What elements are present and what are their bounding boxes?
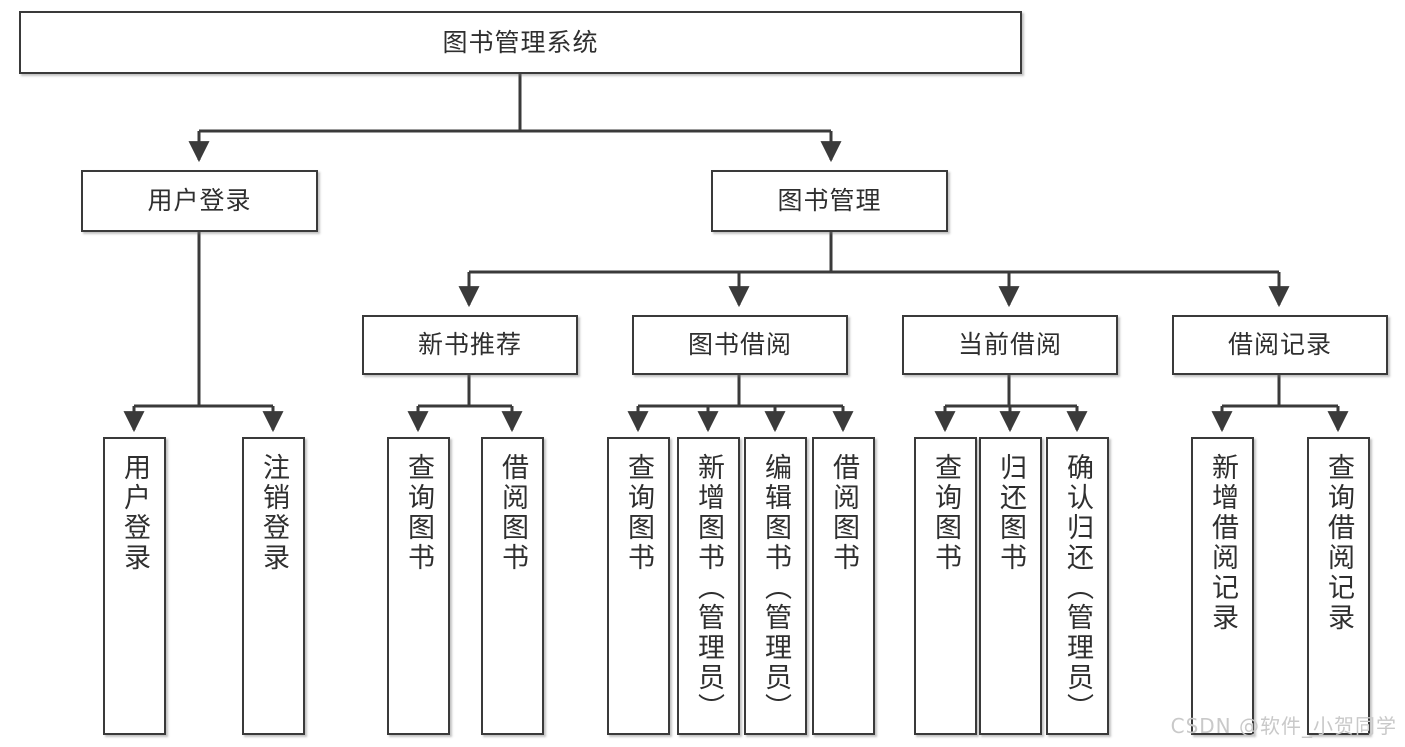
node-label: 用户登录 (147, 186, 252, 216)
node-label: 注销登录 (258, 453, 289, 573)
node-root-book-management-system[interactable]: 图书管理系统 (19, 11, 1022, 74)
node-label: 归还图书 (995, 453, 1026, 573)
node-label: 查询图书 (403, 453, 434, 573)
node-label: 借阅记录 (1227, 330, 1332, 360)
node-label: 查询图书 (623, 453, 654, 573)
watermark: CSDN @软件_小贺同学 (1170, 714, 1397, 738)
node-label: 确认归还（管理员） (1062, 453, 1093, 723)
node-book-borrow[interactable]: 图书借阅 (632, 315, 848, 375)
node-label: 新书推荐 (417, 330, 522, 360)
leaf-book-borrow-add-book-admin[interactable]: 新增图书（管理员） (677, 437, 740, 735)
leaf-new-book-borrow-books[interactable]: 借阅图书 (481, 437, 544, 735)
node-label: 查询图书 (930, 453, 961, 573)
leaf-current-borrow-return-books[interactable]: 归还图书 (979, 437, 1042, 735)
node-label: 编辑图书（管理员） (760, 453, 791, 723)
node-user-login[interactable]: 用户登录 (81, 170, 318, 232)
node-current-borrow[interactable]: 当前借阅 (902, 315, 1118, 375)
leaf-borrow-records-add-record[interactable]: 新增借阅记录 (1191, 437, 1254, 735)
node-label: 查询借阅记录 (1323, 453, 1354, 633)
node-label: 图书借阅 (687, 330, 792, 360)
node-label: 新增图书（管理员） (693, 453, 724, 723)
leaf-borrow-records-query-record[interactable]: 查询借阅记录 (1307, 437, 1370, 735)
node-book-management[interactable]: 图书管理 (711, 170, 948, 232)
node-new-book-recommend[interactable]: 新书推荐 (362, 315, 578, 375)
leaf-user-login-logout[interactable]: 注销登录 (242, 437, 305, 735)
node-label: 图书管理系统 (442, 27, 599, 57)
node-label: 新增借阅记录 (1207, 453, 1238, 633)
leaf-book-borrow-borrow-books[interactable]: 借阅图书 (812, 437, 875, 735)
node-label: 当前借阅 (957, 330, 1062, 360)
leaf-current-borrow-query-books[interactable]: 查询图书 (914, 437, 977, 735)
leaf-user-login-login[interactable]: 用户登录 (103, 437, 166, 735)
leaf-book-borrow-edit-book-admin[interactable]: 编辑图书（管理员） (744, 437, 807, 735)
leaf-new-book-query-books[interactable]: 查询图书 (387, 437, 450, 735)
node-label: 用户登录 (119, 453, 150, 573)
leaf-book-borrow-query-books[interactable]: 查询图书 (607, 437, 670, 735)
node-label: 借阅图书 (497, 453, 528, 573)
node-borrow-records[interactable]: 借阅记录 (1172, 315, 1388, 375)
node-label: 借阅图书 (828, 453, 859, 573)
leaf-current-borrow-confirm-return-admin[interactable]: 确认归还（管理员） (1046, 437, 1109, 735)
node-label: 图书管理 (777, 186, 882, 216)
